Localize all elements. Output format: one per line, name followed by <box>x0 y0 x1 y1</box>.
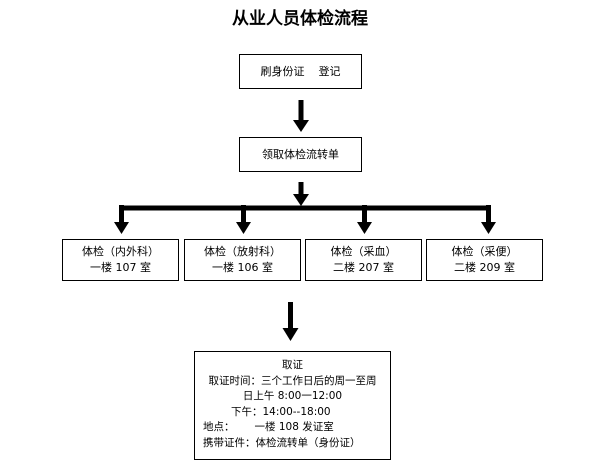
exam-location: 一楼 107 室 <box>90 261 151 274</box>
arrow-step2-to-bar <box>298 182 304 200</box>
exam-name: 体检（采血） <box>330 245 397 258</box>
distribution-bar <box>121 205 490 211</box>
arrow-to-exam-3 <box>362 205 367 226</box>
exam-radiology-box: 体检（放射科） 一楼 106 室 <box>184 239 301 281</box>
pickup-heading: 取证 <box>282 359 303 371</box>
arrow-to-exam-1 <box>119 205 124 226</box>
step-register-label: 刷身份证 登记 <box>260 65 341 78</box>
arrow-head-final <box>282 328 299 341</box>
arrow-head-step2 <box>293 120 309 132</box>
exam-name: 体检（内外科） <box>82 245 159 258</box>
pickup-afternoon-hours: 下午：14:00--18:00 <box>231 405 331 418</box>
pickup-time: 取证时间：三个工作日后的周一至周 <box>208 374 377 387</box>
exam-name: 体检（采便） <box>451 245 518 258</box>
exam-location: 二楼 207 室 <box>333 261 394 274</box>
exam-stool-box: 体检（采便） 二楼 209 室 <box>426 239 543 281</box>
arrow-to-exam-4 <box>486 205 491 226</box>
arrow-to-exam-2 <box>241 205 246 226</box>
step-collect-form-label: 领取体检流转单 <box>262 148 339 161</box>
exam-location: 一楼 106 室 <box>212 261 273 274</box>
pickup-documents: 携带证件：体检流转单（身份证） <box>203 436 361 449</box>
arrow-step1-to-step2 <box>298 100 304 121</box>
exam-internal-surgery-box: 体检（内外科） 一楼 107 室 <box>62 239 179 281</box>
arrow-to-final <box>288 302 293 332</box>
exam-name: 体检（放射科） <box>204 245 281 258</box>
exam-blood-box: 体检（采血） 二楼 207 室 <box>305 239 422 281</box>
certificate-pickup-box: 取证 取证时间：三个工作日后的周一至周 日上午 8:00一12:00 下午：14… <box>194 351 391 460</box>
pickup-place: 地点： 一楼 108 发证室 <box>203 421 334 433</box>
pickup-morning-hours: 日上午 8:00一12:00 <box>242 390 343 402</box>
step-register-box: 刷身份证 登记 <box>239 54 362 89</box>
exam-location: 二楼 209 室 <box>454 261 515 274</box>
page-title: 从业人员体检流程 <box>232 9 368 29</box>
arrow-head-bar <box>293 194 309 206</box>
step-collect-form-box: 领取体检流转单 <box>239 137 362 172</box>
